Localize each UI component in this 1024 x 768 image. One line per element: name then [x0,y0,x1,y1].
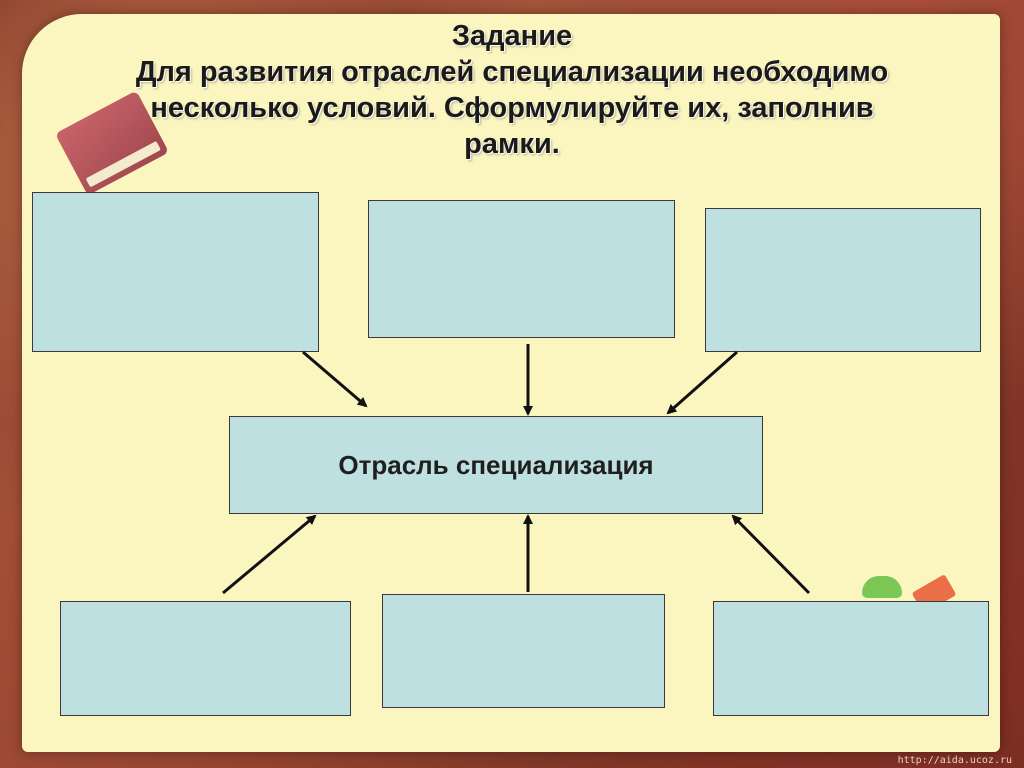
condition-box-top-right[interactable] [705,208,981,352]
decor-icon [862,576,902,598]
condition-box-bottom-right[interactable] [713,601,989,716]
arrow-bottom-right [731,514,811,595]
arrow-top-left [302,350,368,408]
task-text-line-2: несколько условий. Сформулируйте их, зап… [150,92,874,124]
task-text-line-3: рамки. [464,128,560,160]
condition-box-top-center[interactable] [368,200,675,338]
task-text-line-1: Для развития отраслей специализации необ… [135,56,889,88]
arrow-bottom-left [222,514,317,595]
center-box-label: Отрасль специализация [338,449,654,480]
footer-url: http://aida.ucoz.ru [897,755,1012,766]
task-heading: Задание [451,20,573,52]
specialization-industry-box: Отрасль специализация [229,416,763,514]
arrow-top-right [666,350,738,415]
task-title: Задание Для развития отраслей специализа… [40,18,984,162]
condition-box-top-left[interactable] [32,192,319,352]
condition-box-bottom-center[interactable] [382,594,665,708]
condition-box-bottom-left[interactable] [60,601,351,716]
